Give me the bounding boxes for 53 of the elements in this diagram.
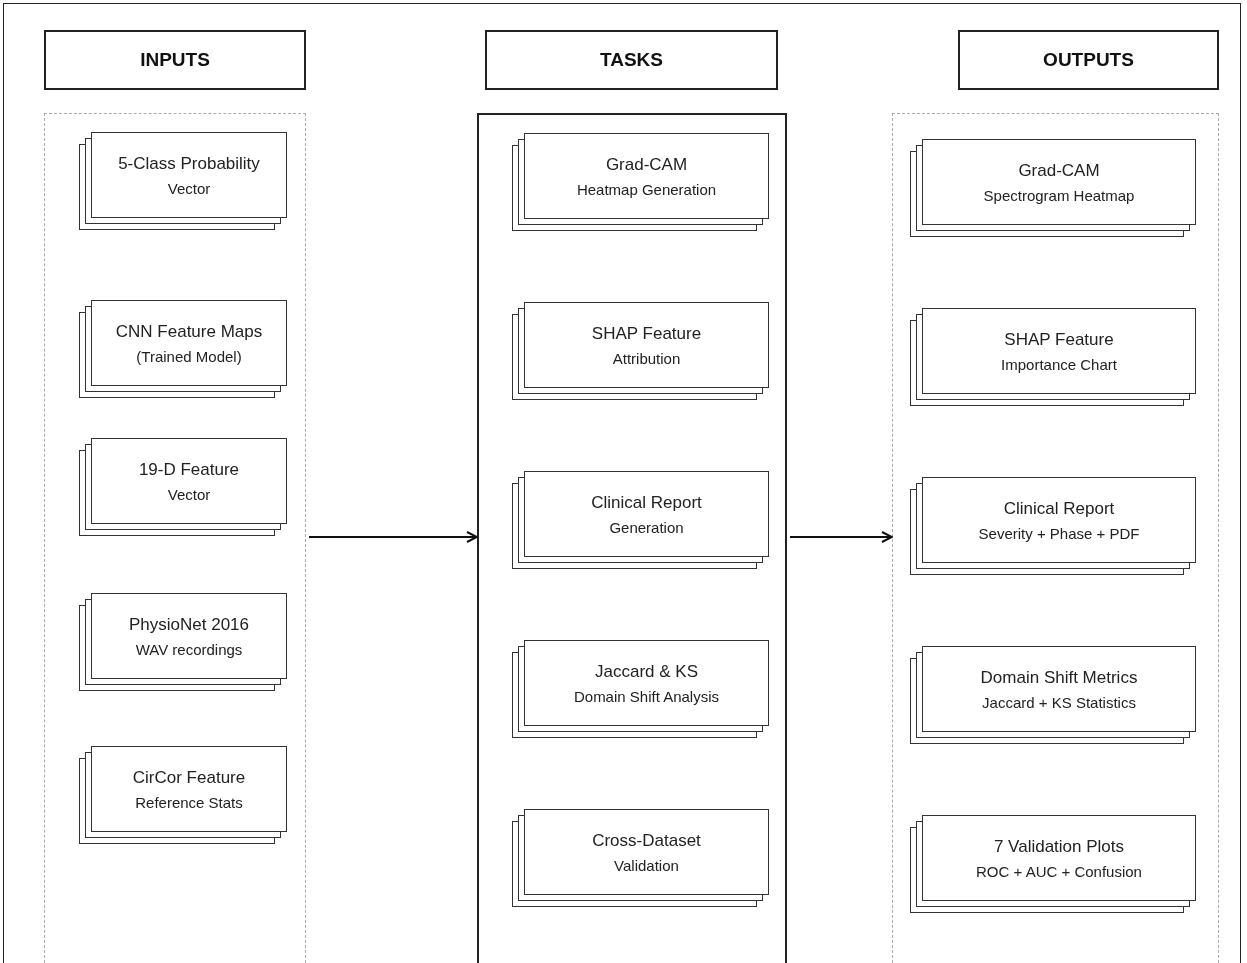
card-subtitle: Domain Shift Analysis	[573, 687, 720, 705]
card-subtitle: Importance Chart	[1001, 355, 1117, 373]
card-title: 5-Class Probability	[118, 153, 260, 174]
card-title: Jaccard & KS	[595, 661, 698, 682]
card-subtitle: ROC + AUC + Confusion	[976, 862, 1142, 880]
column-header: INPUTS	[44, 30, 306, 90]
card-title: 19-D Feature	[138, 459, 240, 480]
column-header: OUTPUTS	[958, 30, 1219, 90]
stacked-card	[910, 139, 1196, 237]
card-subtitle: WAV recordings	[135, 640, 243, 658]
card-title: Clinical Report	[591, 492, 702, 513]
card-title: Clinical Report	[1003, 498, 1115, 519]
card-title: Grad-CAM	[605, 154, 688, 175]
stacked-card	[512, 471, 769, 569]
task-panel	[477, 113, 787, 963]
card-title: SHAP Feature	[591, 323, 702, 344]
card-title: CirCor Feature	[132, 767, 246, 788]
stacked-card	[79, 438, 287, 536]
stacked-card	[79, 300, 287, 398]
card-subtitle: (Trained Model)	[136, 347, 242, 365]
card-title: 7 Validation Plots	[993, 836, 1125, 857]
group-panel	[892, 113, 1219, 963]
card-subtitle: Heatmap Generation	[576, 180, 717, 198]
card-subtitle: Spectrogram Heatmap	[983, 186, 1135, 204]
stacked-card	[512, 133, 769, 231]
card-title: Domain Shift Metrics	[980, 667, 1138, 688]
card-subtitle: Vector	[167, 485, 211, 503]
stacked-card	[910, 815, 1196, 913]
card-subtitle: Generation	[609, 518, 684, 536]
group-panel	[44, 113, 306, 963]
card-title: CNN Feature Maps	[115, 321, 263, 342]
arrow	[308, 531, 478, 543]
stacked-card	[79, 593, 287, 691]
card-subtitle: Severity + Phase + PDF	[978, 524, 1140, 542]
card-subtitle: Validation	[614, 856, 679, 874]
arrow	[789, 531, 893, 543]
stacked-card	[910, 477, 1196, 575]
card-subtitle: Jaccard + KS Statistics	[982, 693, 1136, 711]
card-subtitle: Attribution	[612, 349, 681, 367]
stacked-card	[79, 746, 287, 844]
stacked-card	[512, 302, 769, 400]
card-title: PhysioNet 2016	[129, 614, 249, 635]
stacked-card	[512, 809, 769, 907]
stacked-card	[512, 640, 769, 738]
stacked-card	[910, 646, 1196, 744]
stacked-card	[79, 132, 287, 230]
card-title: SHAP Feature	[1004, 329, 1114, 350]
card-subtitle: Vector	[167, 179, 211, 197]
column-header: TASKS	[485, 30, 778, 90]
stacked-card	[910, 308, 1196, 406]
card-subtitle: Reference Stats	[135, 793, 243, 811]
card-title: Grad-CAM	[1018, 160, 1100, 181]
card-title: Cross-Dataset	[592, 830, 701, 851]
